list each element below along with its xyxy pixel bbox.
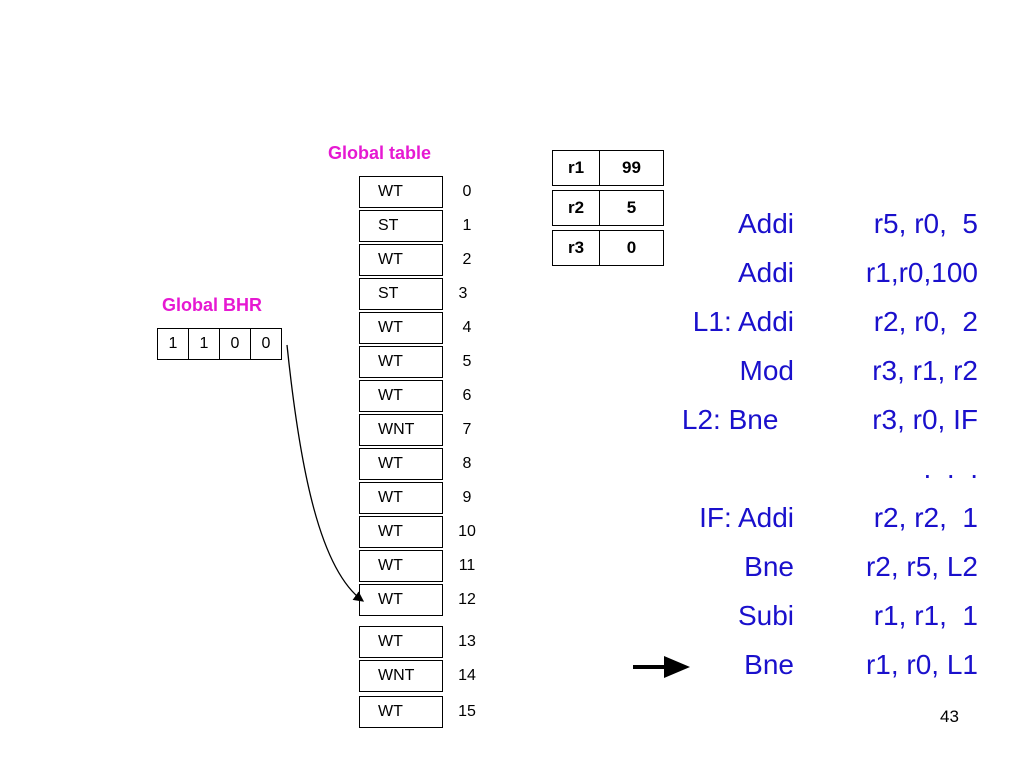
bhr-bit: 1 [188,328,220,360]
table-index: 1 [462,217,472,234]
code-operands: r2, r2, 1 [873,502,978,533]
register-row: r1 99 [552,150,664,186]
code-operands: r3, r0, IF [872,404,978,435]
register-name: r2 [552,190,600,226]
current-instruction-arrow-icon [633,656,690,678]
table-state: WT [378,633,403,650]
table-index: 13 [458,633,476,650]
table-state: WT [378,455,403,472]
code-operands: r1,r0,100 [865,257,978,288]
code-opcode: IF: Addi [699,502,794,533]
table-index: 4 [462,319,472,336]
global-table-row: WT 10 [359,516,476,548]
table-state: WT [378,251,403,268]
global-table-row: WNT 14 [359,660,476,692]
register-table: r1 99 r2 5 r3 0 [552,150,664,270]
global-table-row: WT 6 [359,380,471,412]
code-opcode: L1: Addi [692,306,794,337]
bhr-to-table-connector [286,344,365,602]
table-state: ST [378,285,399,302]
table-state: WT [378,319,403,336]
table-state: WT [378,489,403,506]
table-state: WT [378,703,403,720]
table-state: ST [378,217,399,234]
global-table-row: WT 4 [359,312,471,344]
global-table-row: ST 3 [359,278,467,310]
code-ellipsis: . . . [923,453,978,484]
code-opcode: Mod [739,355,794,386]
code-operands: r1, r0, L1 [865,649,978,680]
code-operands: r1, r1, 1 [873,600,978,631]
code-opcode: L2: Bne [681,404,794,435]
table-index: 15 [458,703,476,720]
table-index: 2 [462,251,472,268]
page-number: 43 [940,707,959,726]
table-state: WT [378,387,403,404]
global-table-row: WT 15 [359,696,476,728]
table-state: WT [378,591,403,608]
register-value: 0 [599,230,664,266]
table-state: WNT [378,667,415,684]
global-table-row: WT 13 [359,626,476,658]
register-name: r3 [552,230,600,266]
table-index: 9 [462,489,472,506]
global-table-row: WT 9 [359,482,471,514]
table-index: 0 [462,183,472,200]
global-table-row: WT 0 [359,176,471,208]
code-opcode: Addi [737,257,794,288]
table-index: 7 [462,421,472,438]
table-state: WT [378,523,403,540]
table-index: 12 [458,591,476,608]
global-table-row: WT 8 [359,448,471,480]
table-state: WT [378,557,403,574]
bhr-bit: 1 [157,328,189,360]
table-index: 10 [458,523,476,540]
table-index: 8 [462,455,472,472]
bhr-bit: 0 [250,328,282,360]
global-table-title: Global table [328,143,432,163]
table-index: 6 [462,387,472,404]
global-table-row: WT 12 [359,584,476,616]
code-opcode: Subi [737,600,794,631]
register-row: r2 5 [552,190,664,226]
global-table-row: ST 1 [359,210,471,242]
global-table-row: WT 2 [359,244,471,276]
bhr-bit: 0 [219,328,251,360]
global-bhr-register: 1 1 0 0 [157,328,282,360]
table-state: WNT [378,421,415,438]
table-index: 11 [458,557,476,574]
code-opcode: Bne [744,649,794,680]
global-bhr-title: Global BHR [162,295,263,315]
global-table-row: WT 11 [359,550,475,582]
global-table-row: WT 5 [359,346,471,378]
register-value: 99 [599,150,664,186]
global-table-row: WNT 7 [359,414,471,446]
code-operands: r2, r0, 2 [873,306,978,337]
register-name: r1 [552,150,600,186]
table-index: 14 [458,667,476,684]
table-state: WT [378,353,403,370]
register-row: r3 0 [552,230,664,266]
table-index: 3 [458,285,468,302]
code-opcode: Addi [737,208,794,239]
register-value: 5 [599,190,664,226]
code-opcode: Bne [744,551,794,582]
code-operands: r2, r5, L2 [865,551,978,582]
table-state: WT [378,183,403,200]
code-operands: r5, r0, 5 [873,208,978,239]
code-operands: r3, r1, r2 [872,355,978,386]
table-index: 5 [462,353,472,370]
